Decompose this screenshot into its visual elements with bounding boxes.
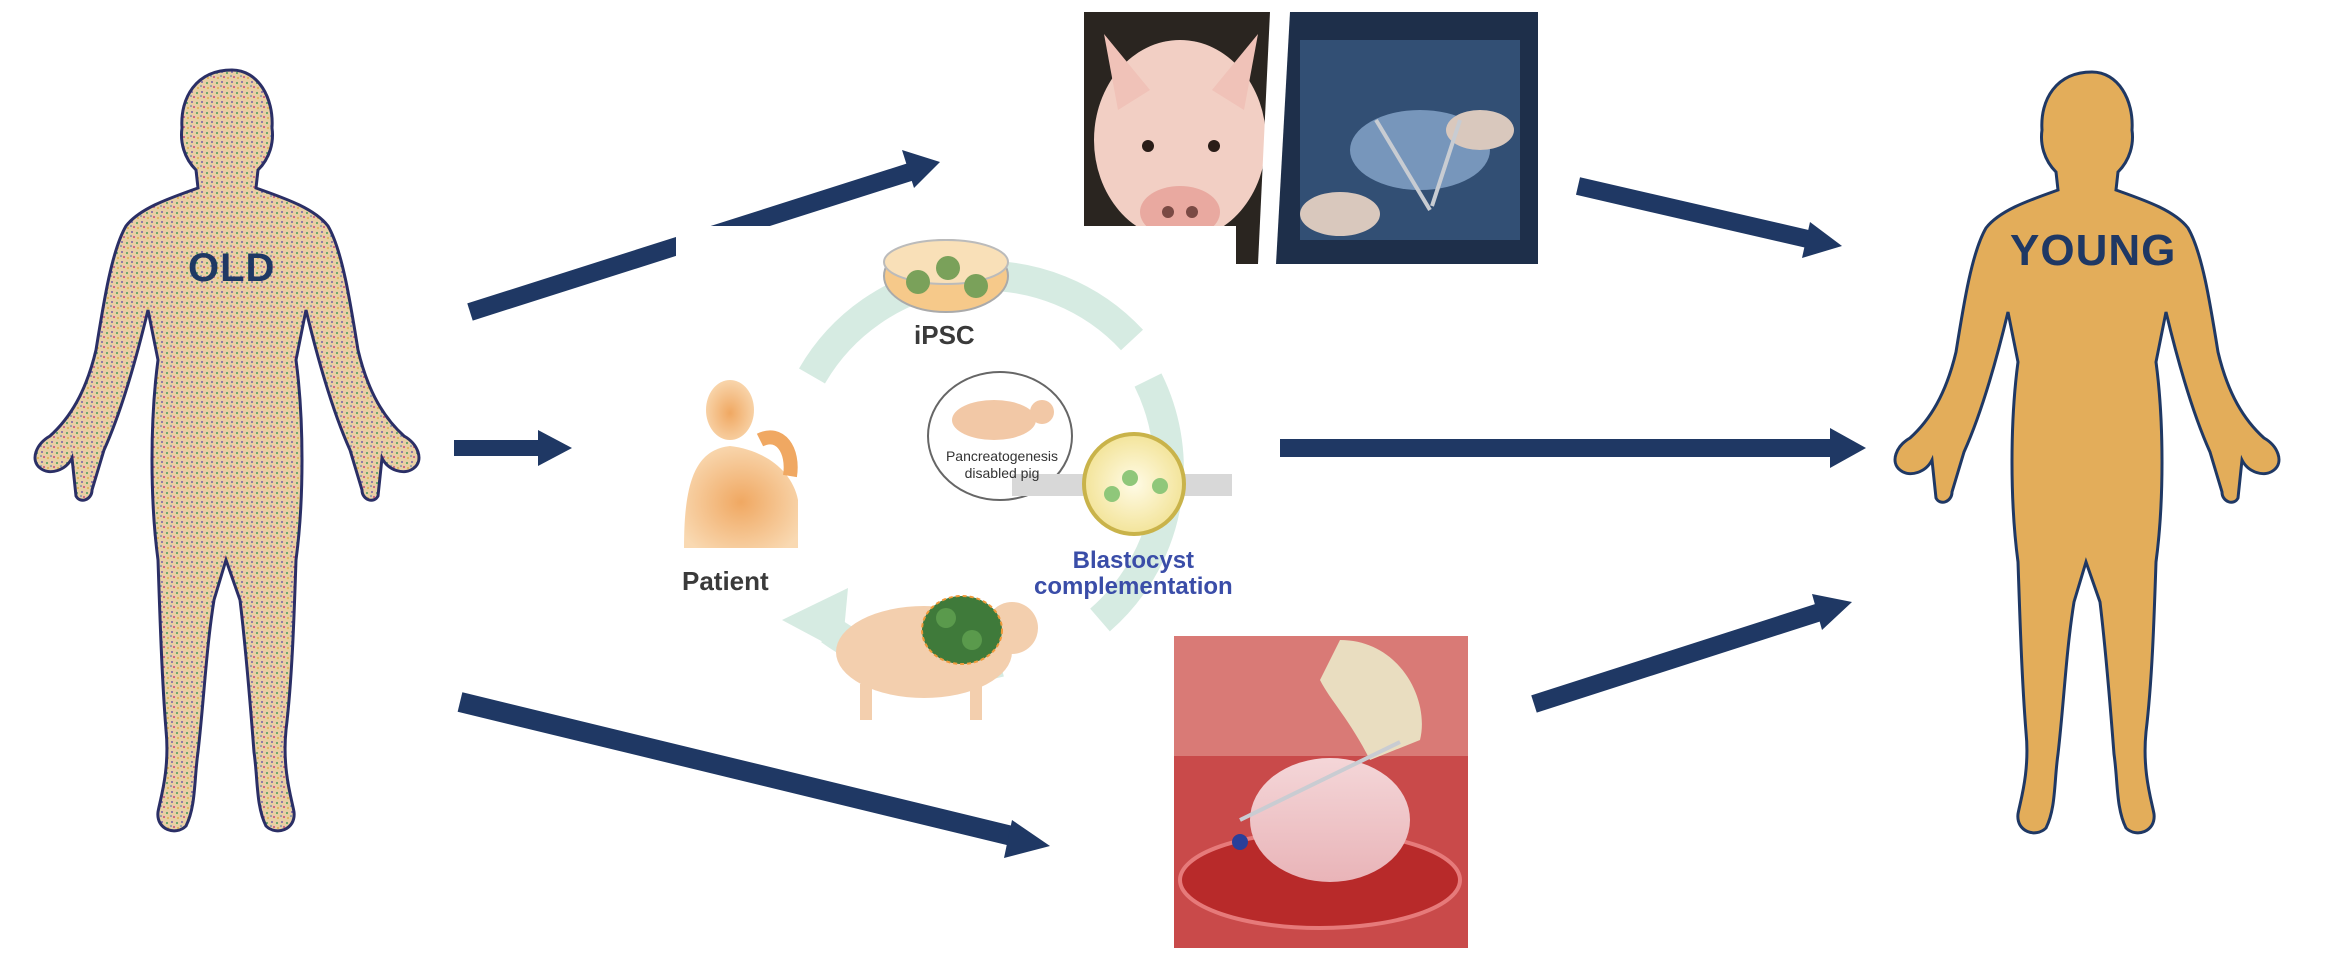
arrow-old-to-organ-photo	[457, 692, 1050, 858]
blastocyst-label: Blastocyst complementation	[1034, 548, 1233, 600]
arrow-pig-photo-to-young	[1575, 177, 1842, 258]
pancreatogenesis-disabled-pig-bubble	[927, 371, 1073, 501]
young-human-figure	[1893, 70, 2281, 835]
arrow-cycle-to-young	[1280, 428, 1866, 468]
old-label: OLD	[188, 246, 276, 290]
young-label: YOUNG	[2010, 226, 2177, 275]
patient-label: Patient	[682, 566, 769, 596]
blastocyst	[1012, 432, 1232, 536]
blastocyst-line2: complementation	[1034, 573, 1233, 600]
bioengineered-organ-in-dish-photo	[1174, 636, 1468, 948]
cycle-arrowhead	[782, 588, 848, 652]
ipsc-label: iPSC	[914, 320, 975, 350]
arrow-organ-photo-to-young	[1531, 594, 1852, 713]
patient-silhouette	[684, 380, 798, 548]
pancreatogenesis-label: Pancreatogenesis disabled pig	[932, 448, 1072, 482]
blastocyst-line1: Blastocyst	[1072, 547, 1195, 574]
old-human-figure	[33, 68, 421, 833]
pancreatogenesis-line2: disabled pig	[964, 465, 1040, 481]
arrow-old-to-cycle	[454, 430, 572, 466]
stem-cell-cycle-diagram	[676, 226, 1236, 720]
ipsc-petri-dish	[883, 239, 1009, 313]
pig-and-surgery-photo	[1084, 12, 1538, 264]
pancreatogenesis-line1: Pancreatogenesis	[945, 448, 1059, 464]
chimeric-pig	[836, 595, 1038, 720]
